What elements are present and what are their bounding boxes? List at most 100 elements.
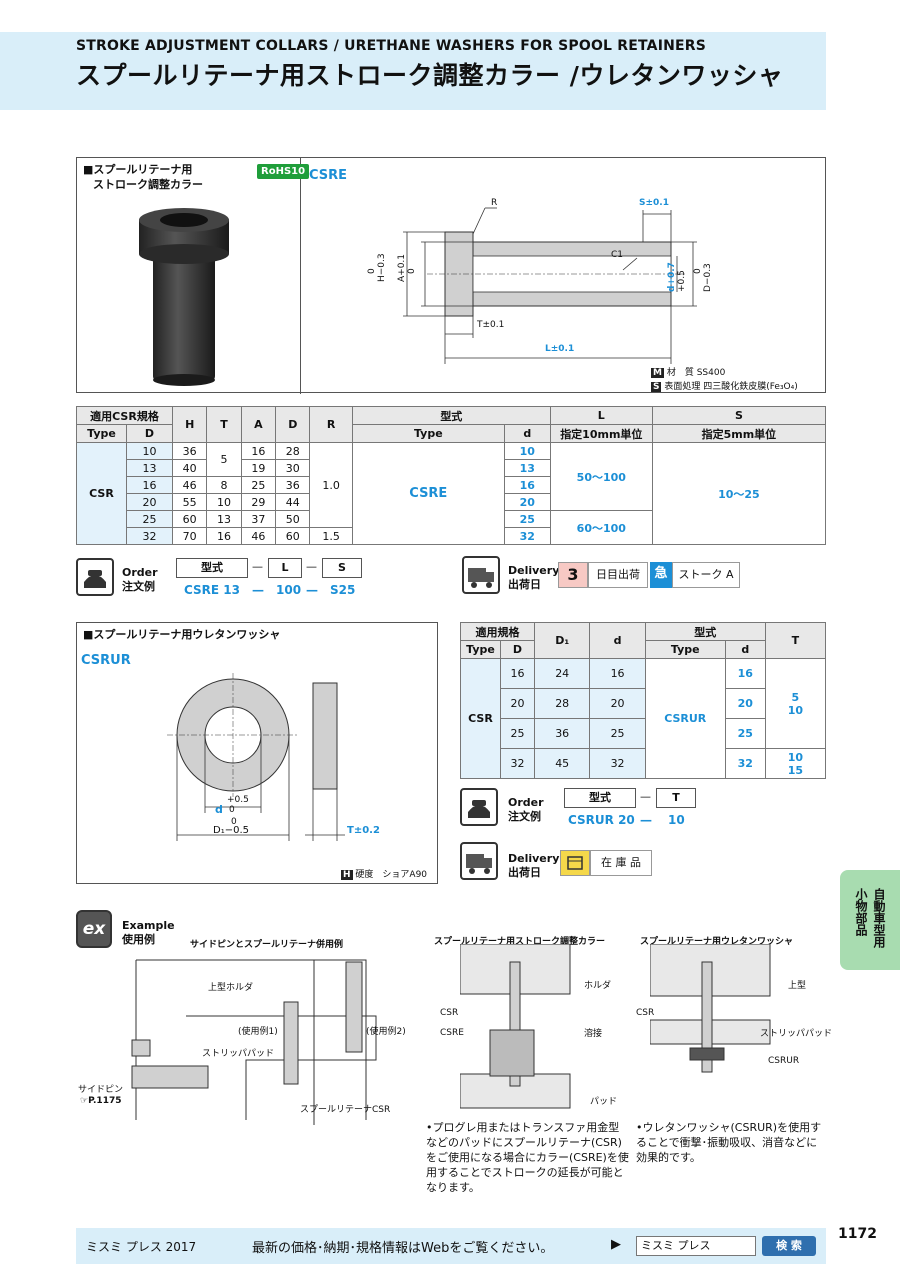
table-cell: 28 [275,442,311,460]
table-cell: 32 [500,748,535,779]
table-cell: 55 [171,493,208,511]
table-cell: 13 [206,510,242,528]
csrur-d1-tol0: 0 [231,817,237,827]
table-cell: 36 [275,476,311,494]
ex-holda: ホルダ [584,981,612,991]
ex-holder: 上型ホルダ [208,983,254,993]
table-cell: 37 [240,510,277,528]
table-cell: 32 [724,748,766,779]
order2-label-en: Order [508,796,544,809]
surface-row: S 表面処理 四三酸化鉄皮膜(Fe₃O₄) [651,379,798,392]
t2-h-d: d [589,622,646,659]
footer-message: 最新の価格･納期･規格情報はWebをご覧ください。 [252,1241,554,1256]
table-cell: 70 [171,527,208,545]
example-note-1: •プログレ用またはトランスファ用金型などのパッドにスプールリテーナ(CSR)をご… [426,1121,629,1194]
ex-retainer: スプールリテーナCSR [300,1105,391,1115]
order1-h2: L [268,558,302,578]
table-cell: 25 [503,510,551,528]
csre-photo-panel: ■スプールリテーナ用 ストローク調整カラー RoHS10 [77,158,310,394]
t1-h-l: L [549,406,653,425]
ex-case2: (使用例2) [366,1027,406,1037]
t2-h-model: 型式 [644,622,766,641]
t1-h-r: R [309,406,353,443]
csre-section-label-2: ストローク調整カラー [93,178,203,191]
t2-h-d1: D₁ [533,622,591,659]
table-cell: 13 [126,459,173,477]
csre-spec-table: 適用CSR規格 H T A D R 型式 L S Type D Type d 指… [76,406,827,545]
delivery1-label-jp: 出荷日 [508,578,541,591]
table-cell: 16 [206,527,242,545]
csrur-spec-table: 適用規格 D₁ d 型式 T Type D Type d CSR 16 24 1… [460,622,827,779]
title-en: STROKE ADJUSTMENT COLLARS / URETHANE WAS… [76,38,707,54]
order2-label-jp: 注文例 [508,810,541,823]
t1-type-cell: CSR [76,442,127,545]
table-cell: 25 [126,510,173,528]
ex-sidepin: サイドピン [78,1085,124,1095]
search-input[interactable]: ミスミ プレス [636,1236,756,1256]
order1-v-dash1: — [252,583,264,597]
t2-h-t: T [764,622,827,659]
example-badge: ex [76,910,112,948]
table-cell: 29 [240,493,277,511]
t2-h-model-type: Type [644,640,726,659]
table-cell: 25 [589,718,646,749]
t2-t-b1: 10 [787,750,804,764]
ex-csrur: CSRUR [768,1056,800,1066]
csrur-drawing [167,673,345,841]
table-cell: 46 [240,527,277,545]
dim-s-label: S±0.1 [639,198,669,208]
page-number: 1172 [838,1226,877,1242]
t1-h-h: H [171,406,208,443]
phone-icon [76,558,114,596]
collar-photo [139,208,229,386]
order2-v1: CSRUR 20 [568,813,635,827]
t1-s-cell: 10～25 [651,442,827,545]
table-cell: 25 [724,718,766,749]
dim-t-label: T±0.1 [477,320,505,330]
sidepin-example-drawing [131,959,377,1125]
page-header: STROKE ADJUSTMENT COLLARS / URETHANE WAS… [0,32,826,110]
example-label-en: Example [122,919,175,932]
order2-dash: — [640,790,651,803]
order1-v3: S25 [330,583,356,597]
csrur-d-label: d [215,803,223,816]
search-button[interactable]: 検 索 [762,1236,816,1256]
table-cell: 10 [206,493,242,511]
delivery1-days: 3 [558,562,588,588]
table-cell: 5 [206,442,242,477]
csrur-section-label: ■スプールリテーナ用ウレタンワッシャ [83,628,281,641]
delivery2-label-jp: 出荷日 [508,866,541,879]
express-icon: 急 [650,562,672,588]
table-cell: 16 [126,476,173,494]
table-cell: 36 [171,442,208,460]
dim-l-label: L±0.1 [545,344,575,354]
dim-d-tol: +0.5 [677,270,687,292]
ex-csre: CSRE [440,1028,464,1038]
table-cell: 40 [171,459,208,477]
ex-ref: ☞P.1175 [80,1096,122,1106]
csre-code: CSRE [309,168,348,183]
table-cell: 60 [171,510,208,528]
ex-stripper: ストリッパパッド [202,1049,275,1059]
t1-h-a: A [240,406,277,443]
t1-l1-cell: 50～100 [549,442,653,511]
t1-model-cell: CSRE [351,442,505,545]
csrur-d-tol0: 0 [229,805,235,815]
table-cell: 32 [126,527,173,545]
example-label-jp: 使用例 [122,933,155,946]
table-cell: 60 [275,527,311,545]
table-cell: 13 [503,459,551,477]
delivery1-express-label: ストーク A [672,562,740,588]
category-side-tab: 自動車型用 小物部品 [840,870,900,970]
dim-dd-tol: 0 [693,268,703,274]
order1-v1: CSRE 13 [184,583,240,597]
t1-h-s: S [651,406,827,425]
table-cell: 19 [240,459,277,477]
example-note-2: •ウレタンワッシャ(CSRUR)を使用することで衝撃･振動吸収、消音などに効果的… [636,1121,822,1164]
hardness-row: H 硬度 ショアA90 [341,867,427,880]
table-cell: 36 [533,718,591,749]
order2-v2: 10 [668,813,685,827]
dim-a-tol: 0 [407,268,417,274]
t2-h-dd: D [500,640,535,659]
t1-h-d: D [126,424,173,443]
